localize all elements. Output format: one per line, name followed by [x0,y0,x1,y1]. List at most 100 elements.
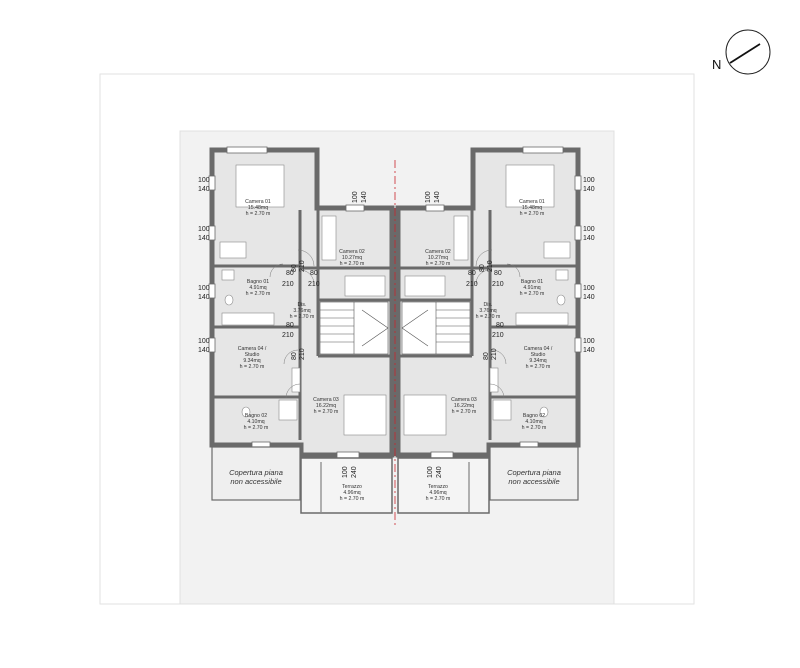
window-width: 100 [352,191,359,203]
window-height: 140 [198,235,210,242]
room-name: Camera 01 [519,199,545,205]
toilet-icon [556,294,566,306]
window-width: 100 [583,226,595,233]
window-width: 100 [583,338,595,345]
room-name: Dis. [484,302,493,308]
room-area: 3.76mq [293,308,310,314]
door-width: 80 [310,270,318,277]
flat-roof-label: Copertura piana [229,468,283,477]
room-height: h = 2.70 m [452,409,477,415]
labels-right: Camera 01 15.48mq h = 2.70 m Camera 02 1… [425,199,561,502]
room-height: h = 2.70 m [290,314,315,320]
flat-roof-label: non accessibile [508,477,559,486]
room-name: Bagno 01 [521,279,543,285]
north-arrow: N [712,29,771,75]
window [208,175,216,191]
room-height: h = 2.70 m [240,364,265,370]
room-name: Bagno 01 [247,279,269,285]
window-height: 140 [198,186,210,193]
door-height: 210 [299,260,306,272]
window-width: 100 [342,466,349,478]
room-name: Dis. [298,302,307,308]
room-name: Terrazzo [428,484,448,490]
room-height: h = 2.70 m [246,291,271,297]
room-height: h = 2.70 m [340,496,365,502]
window-width: 100 [583,177,595,184]
room-area: 9.34mq [529,358,546,364]
door-width: 80 [479,264,486,272]
room-name: Bagno 02 [245,413,267,419]
toilet-icon [539,406,549,418]
room-name: Camera 04 / [238,346,267,352]
window-height: 240 [351,466,358,478]
room-height: h = 2.70 m [426,496,451,502]
window [336,451,360,459]
door-height: 210 [299,348,306,360]
room-area: 4.96mq [429,490,446,496]
door-width: 80 [286,322,294,329]
flat-roof-label: Copertura piana [507,468,561,477]
window-width: 100 [198,338,210,345]
room-name: Bagno 02 [523,413,545,419]
window [208,225,216,241]
room-name: Camera 02 [339,249,365,255]
window-width: 100 [425,191,432,203]
window-width: 100 [583,285,595,292]
room-area: 16.22mq [454,403,474,409]
dimension-labels: 100 140 100 140 100 140 100 140 100 140 … [198,177,595,354]
door-height: 210 [487,260,494,272]
flat-roof-right [489,446,579,501]
door-height: 210 [282,281,294,288]
door-width: 80 [291,264,298,272]
room-height: h = 2.70 m [520,291,545,297]
room-area: 16.22mq [316,403,336,409]
room-height: h = 2.70 m [522,425,547,431]
window-height: 140 [198,294,210,301]
room-name: Camera 01 [245,199,271,205]
room-height: h = 2.70 m [520,211,545,217]
room-name: Studio [245,352,260,358]
door-width: 80 [291,352,298,360]
room-height: h = 2.70 m [426,261,451,267]
window-height: 140 [434,191,441,203]
window-height: 140 [583,294,595,301]
window-height: 140 [583,347,595,354]
door-height: 210 [282,332,294,339]
room-name: Studio [531,352,546,358]
terrace-left [300,457,393,514]
room-area: 4.91mq [523,285,540,291]
window-height: 140 [361,191,368,203]
door-height: 210 [491,348,498,360]
room-area: 15.48mq [248,205,268,211]
room-height: h = 2.70 m [246,211,271,217]
terrace-right [397,457,490,514]
window [574,225,582,241]
toilet-icon [241,406,251,418]
stairs-left [319,301,389,355]
window-width: 100 [198,285,210,292]
window [574,175,582,191]
room-height: h = 2.70 m [314,409,339,415]
window-width: 100 [198,177,210,184]
window [430,451,454,459]
room-name: Terrazzo [342,484,362,490]
door-width: 80 [494,270,502,277]
room-height: h = 2.70 m [244,425,269,431]
flat-roof-left [211,446,301,501]
door-height: 210 [492,332,504,339]
room-area: 3.76mq [479,308,496,314]
room-area: 15.48mq [522,205,542,211]
room-name: Camera 02 [425,249,451,255]
window [345,204,365,212]
room-name: Camera 04 / [524,346,553,352]
bed-icon [235,164,285,208]
toilet-icon [224,294,234,306]
room-height: h = 2.70 m [340,261,365,267]
room-area: 4.10mq [247,419,264,425]
window-width: 100 [427,466,434,478]
window [574,283,582,299]
door-width: 80 [286,270,294,277]
door-height: 210 [308,281,320,288]
window-height: 140 [583,235,595,242]
